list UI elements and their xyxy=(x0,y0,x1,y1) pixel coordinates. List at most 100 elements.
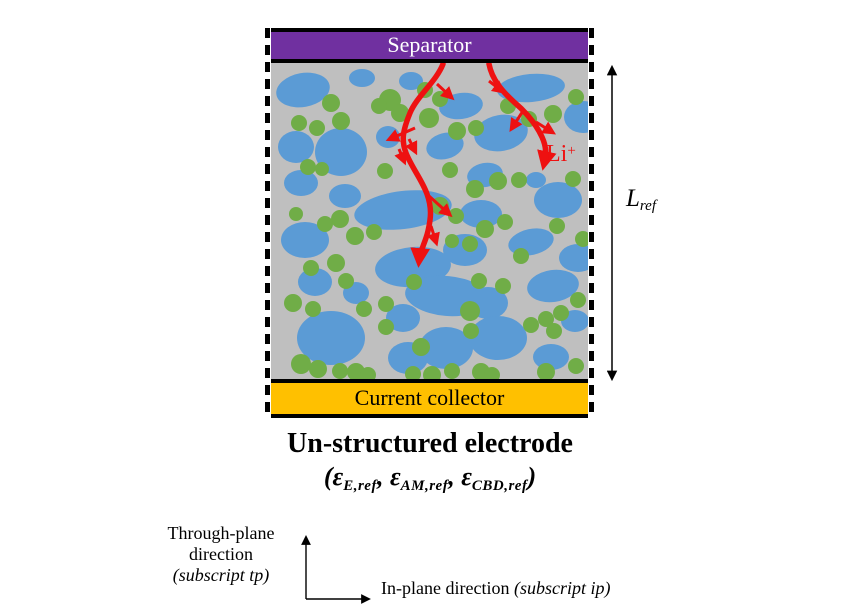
active-material-particle xyxy=(469,316,527,360)
carbon-binder-particle xyxy=(537,363,555,379)
direction-axes-arrows xyxy=(301,535,371,604)
current-collector-bar: Current collector xyxy=(271,379,588,418)
ion-branch-arrow xyxy=(427,194,453,218)
active-material-particle xyxy=(297,311,365,365)
active-material-particle xyxy=(399,72,423,90)
carbon-binder-particle xyxy=(332,363,348,379)
carbon-binder-particle xyxy=(327,254,345,272)
active-material-particle xyxy=(281,222,329,258)
carbon-binder-particle xyxy=(332,112,350,130)
carbon-binder-particle xyxy=(405,366,421,379)
through-plane-label: Through-plane direction (subscript tp) xyxy=(167,523,275,585)
collector-label: Current collector xyxy=(354,385,505,410)
carbon-binder-particle xyxy=(391,104,409,122)
carbon-binder-particle xyxy=(412,338,430,356)
carbon-binder-particle xyxy=(322,94,340,112)
carbon-binder-particle xyxy=(366,224,382,240)
carbon-binder-particle xyxy=(300,159,316,175)
ion-branch-arrow xyxy=(509,110,525,132)
ion-transport-path xyxy=(400,63,446,268)
carbon-binder-particle xyxy=(284,294,302,312)
carbon-binder-particle xyxy=(511,172,527,188)
carbon-binder-particle xyxy=(476,220,494,238)
carbon-binder-particle xyxy=(565,171,581,187)
electrode-microstructure xyxy=(271,63,588,379)
carbon-binder-particle xyxy=(406,274,422,290)
lref-label: Lref xyxy=(626,185,657,214)
carbon-binder-particle xyxy=(575,231,588,247)
active-material-particle xyxy=(419,327,473,369)
carbon-binder-particle xyxy=(448,122,466,140)
carbon-binder-particle xyxy=(371,98,387,114)
active-material-particle xyxy=(460,200,502,228)
carbon-binder-particle xyxy=(448,208,464,224)
li-ion-label: Li+ xyxy=(546,141,576,167)
ion-transport-paths xyxy=(400,63,557,268)
carbon-binder-particle xyxy=(568,89,584,105)
carbon-binder-particle xyxy=(444,363,460,379)
active-material-particle xyxy=(329,184,361,208)
right-dashed-border xyxy=(589,28,594,419)
separator-label: Separator xyxy=(387,32,472,57)
active-material-particle xyxy=(497,73,565,103)
carbon-binder-particle xyxy=(471,273,487,289)
carbon-binder-particle xyxy=(462,236,478,252)
ion-branch-arrow xyxy=(435,82,455,101)
carbon-binder-particle xyxy=(317,216,333,232)
in-plane-label: In-plane direction (subscript ip) xyxy=(381,578,611,598)
carbon-binder-particle xyxy=(291,115,307,131)
lref-double-arrow xyxy=(606,64,618,382)
active-material-particle xyxy=(315,128,367,176)
carbon-binder-particle xyxy=(484,367,500,379)
ion-branch-arrow xyxy=(535,120,557,135)
active-material-particle xyxy=(349,69,375,87)
carbon-binder-particle xyxy=(303,260,319,276)
carbon-binder-particle xyxy=(513,248,529,264)
carbon-binder-particle xyxy=(546,323,562,339)
active-material-particle xyxy=(276,72,330,108)
separator-bar: Separator xyxy=(271,28,588,63)
carbon-binder-particle xyxy=(423,366,441,379)
figure-title: Un-structured electrode xyxy=(287,428,573,459)
carbon-binder-particle xyxy=(305,301,321,317)
carbon-binder-particle xyxy=(463,323,479,339)
porosity-formula: (εE,ref, εAM,ref, εCBD,ref) xyxy=(323,462,537,494)
active-material-particle xyxy=(564,101,588,133)
electrode-region xyxy=(271,63,588,379)
ion-branch-arrow xyxy=(394,148,407,166)
active-material-particle xyxy=(534,182,582,218)
active-material-particle xyxy=(284,170,318,196)
carbon-binder-particle xyxy=(466,180,484,198)
carbon-binder-particle xyxy=(460,301,480,321)
carbon-binder-particle xyxy=(468,120,484,136)
carbon-binder-particle xyxy=(378,319,394,335)
carbon-binder-particle xyxy=(445,234,459,248)
carbon-binder-particle xyxy=(544,105,562,123)
carbon-binder-particle xyxy=(549,218,565,234)
carbon-binder-particle xyxy=(360,367,376,379)
carbon-binder-particle xyxy=(346,227,364,245)
carbon-binder-particle xyxy=(419,108,439,128)
carbon-binder-particles xyxy=(284,82,588,379)
active-material-particle xyxy=(526,172,546,188)
carbon-binder-particle xyxy=(289,207,303,221)
left-dashed-border xyxy=(265,28,270,419)
carbon-binder-particle xyxy=(495,278,511,294)
carbon-binder-particle xyxy=(331,210,349,228)
carbon-binder-particle xyxy=(442,162,458,178)
carbon-binder-particle xyxy=(570,292,586,308)
active-material-particle xyxy=(278,131,314,163)
carbon-binder-particle xyxy=(315,162,329,176)
active-material-particle xyxy=(559,244,588,272)
carbon-binder-particle xyxy=(356,301,372,317)
carbon-binder-particle xyxy=(291,354,311,374)
carbon-binder-particle xyxy=(568,358,584,374)
carbon-binder-particle xyxy=(378,296,394,312)
ion-branch-arrow xyxy=(405,138,418,156)
carbon-binder-particle xyxy=(553,305,569,321)
carbon-binder-particle xyxy=(309,120,325,136)
ion-transport-path xyxy=(486,63,557,171)
carbon-binder-particle xyxy=(338,273,354,289)
carbon-binder-particle xyxy=(538,311,554,327)
